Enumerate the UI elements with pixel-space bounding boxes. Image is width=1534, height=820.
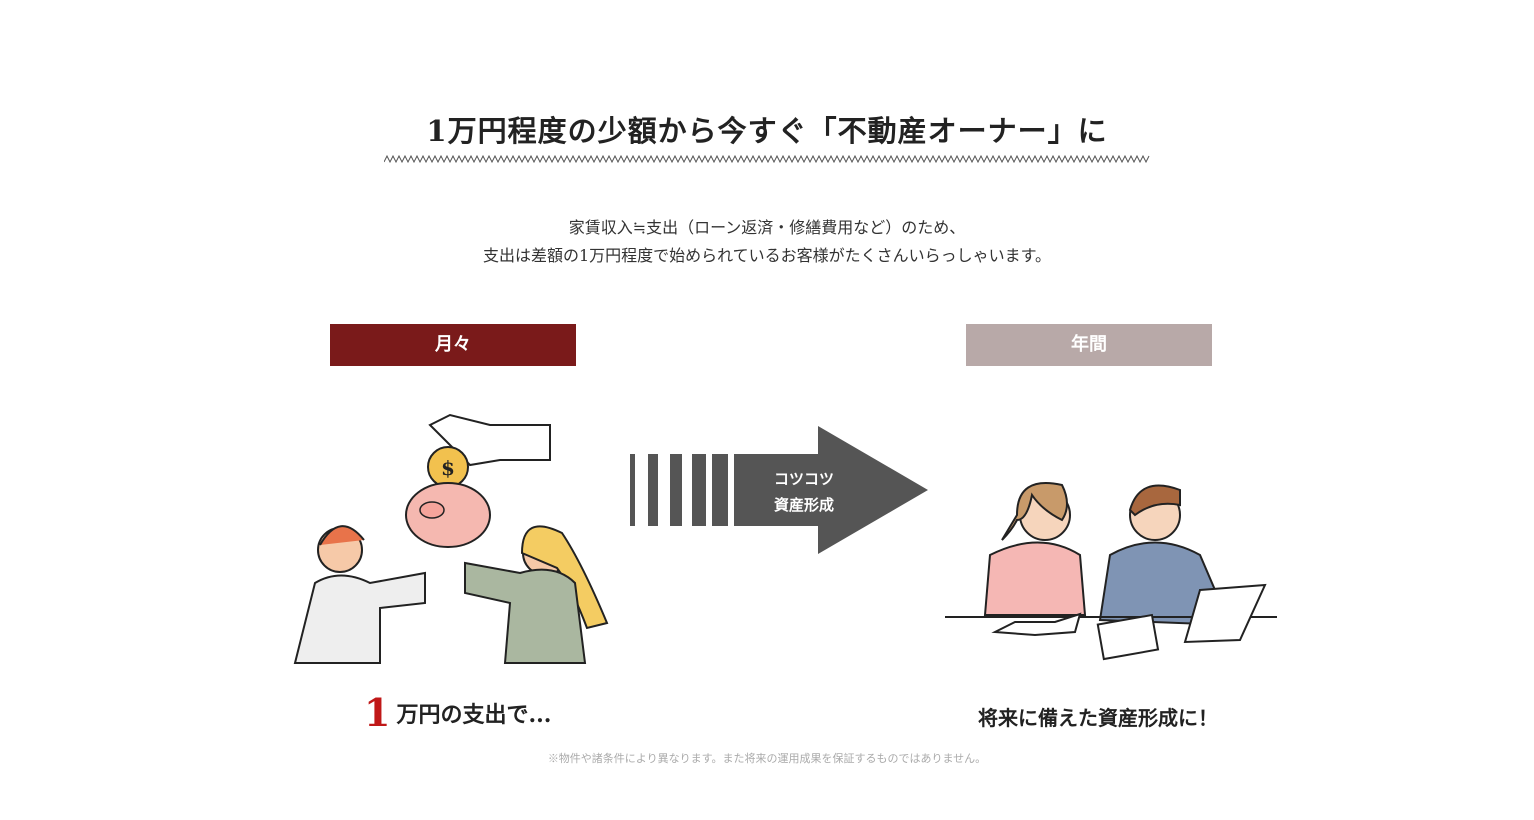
wavy-divider (384, 155, 1150, 163)
planning-couple-illustration (945, 482, 1277, 661)
arrow-text-line-1: コツコツ (773, 470, 834, 488)
page-title: 1万円程度の少額から今すぐ「不動産オーナー」に (426, 114, 1108, 148)
svg-text:$: $ (441, 456, 455, 480)
piggy-bank-couple-illustration: $ (293, 413, 609, 664)
monthly-amount: 1 (364, 690, 391, 735)
lead-line-1: 家賃収入≒支出（ローン返済・修繕費用など）のため、 (568, 218, 966, 237)
yearly-caption: 将来に備えた資産形成に！ (978, 706, 1218, 730)
monthly-caption-text: 万円の支出で... (396, 702, 552, 728)
arrow-text: コツコツ 資産形成 (740, 466, 868, 518)
arrow-text-line-2: 資産形成 (773, 496, 834, 514)
growth-arrow-graphic (630, 426, 928, 554)
monthly-label: 月々 (330, 324, 576, 366)
lead-line-2: 支出は差額の1万円程度で始められているお客様がたくさんいらっしゃいます。 (482, 246, 1052, 265)
yearly-label: 年間 (966, 324, 1212, 366)
disclaimer-note: ※物件や諸条件により異なります。また将来の運用成果を保証するものではありません。 (547, 752, 987, 765)
